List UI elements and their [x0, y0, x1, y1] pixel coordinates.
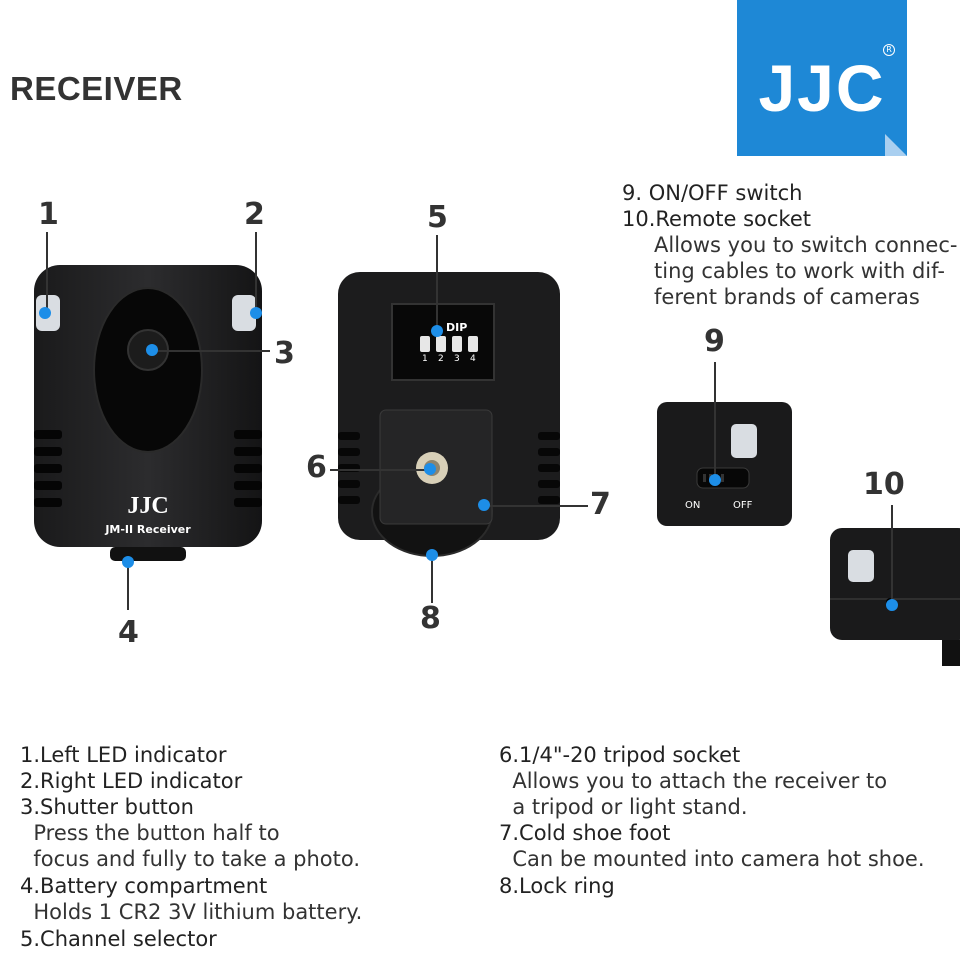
callout-line-6	[330, 469, 430, 471]
callout-line-4	[127, 562, 129, 610]
list-item-4: 4.Battery compartment	[20, 874, 268, 898]
logo-fold	[885, 134, 907, 156]
callout-line-9	[714, 362, 716, 480]
note-item-10-desc-1: Allows you to switch connec-	[654, 233, 958, 257]
callout-number-2: 2	[244, 197, 265, 232]
list-item-8: 8.Lock ring	[499, 874, 615, 898]
receiver-front-view: JJC JM-II Receiver	[30, 265, 266, 561]
marker-dot-4	[122, 556, 134, 568]
marker-dot-6	[424, 463, 436, 475]
switch-detail-view: ON OFF	[657, 402, 792, 526]
socket-detail-drawing	[830, 528, 960, 666]
marker-dot-3	[146, 344, 158, 356]
switch-detail-drawing	[657, 402, 792, 526]
logo-text: JJC	[758, 51, 886, 125]
receiver-back-view: DIP 1 2 3 4	[336, 272, 562, 572]
marker-dot-8	[426, 549, 438, 561]
note-item-10-desc-3: ferent brands of cameras	[654, 285, 920, 309]
registered-mark-icon: R	[883, 44, 895, 56]
note-item-9: 9. ON/OFF switch	[622, 181, 803, 205]
callout-line-10	[891, 505, 893, 605]
callout-number-7: 7	[590, 487, 611, 522]
callout-number-8: 8	[420, 601, 441, 636]
list-item-6: 6.1/4"-20 tripod socket	[499, 743, 741, 767]
list-item-4-desc: Holds 1 CR2 3V lithium battery.	[20, 900, 363, 924]
callout-number-6: 6	[306, 450, 327, 485]
list-item-1: 1.Left LED indicator	[20, 743, 227, 767]
callout-line-8	[431, 555, 433, 603]
receiver-back-drawing	[338, 272, 560, 557]
callout-line-7	[484, 505, 588, 507]
note-item-10: 10.Remote socket	[622, 207, 811, 231]
jjc-logo: JJC R	[737, 0, 907, 156]
callout-number-3: 3	[274, 336, 295, 371]
dip-number-2: 2	[438, 354, 444, 364]
dip-number-3: 3	[454, 354, 460, 364]
callout-number-10: 10	[863, 467, 905, 502]
list-item-6-desc-2: a tripod or light stand.	[499, 795, 748, 819]
list-item-7: 7.Cold shoe foot	[499, 821, 671, 845]
marker-dot-5	[431, 325, 443, 337]
marker-dot-7	[478, 499, 490, 511]
marker-dot-1	[39, 307, 51, 319]
dip-number-1: 1	[422, 354, 428, 364]
callout-line-1	[46, 232, 48, 312]
page-title: RECEIVER	[10, 70, 183, 107]
callout-line-5	[436, 235, 438, 331]
callout-number-9: 9	[704, 324, 725, 359]
device-brand: JJC	[127, 493, 169, 519]
switch-on-label: ON	[685, 500, 701, 511]
device-model: JM-II Receiver	[105, 523, 191, 536]
switch-off-label: OFF	[733, 500, 753, 511]
list-item-3-desc-2: focus and fully to take a photo.	[20, 847, 361, 871]
marker-dot-2	[250, 307, 262, 319]
receiver-front-drawing	[34, 265, 262, 561]
callout-number-4: 4	[118, 615, 139, 650]
callout-number-5: 5	[427, 200, 448, 235]
list-item-6-desc-1: Allows you to attach the receiver to	[499, 769, 888, 793]
dip-number-4: 4	[470, 354, 476, 364]
callout-line-2	[255, 232, 257, 312]
callout-number-1: 1	[38, 197, 59, 232]
dip-label: DIP	[446, 321, 468, 334]
callout-line-3	[152, 350, 270, 352]
list-item-7-desc: Can be mounted into camera hot shoe.	[499, 847, 925, 871]
list-item-3-desc-1: Press the button half to	[20, 821, 280, 845]
socket-detail-view	[830, 528, 960, 668]
marker-dot-9	[709, 474, 721, 486]
list-item-3: 3.Shutter button	[20, 795, 194, 819]
note-item-10-desc-2: ting cables to work with dif-	[654, 259, 945, 283]
marker-dot-10	[886, 599, 898, 611]
list-item-5: 5.Channel selector	[20, 927, 217, 951]
list-item-2: 2.Right LED indicator	[20, 769, 243, 793]
